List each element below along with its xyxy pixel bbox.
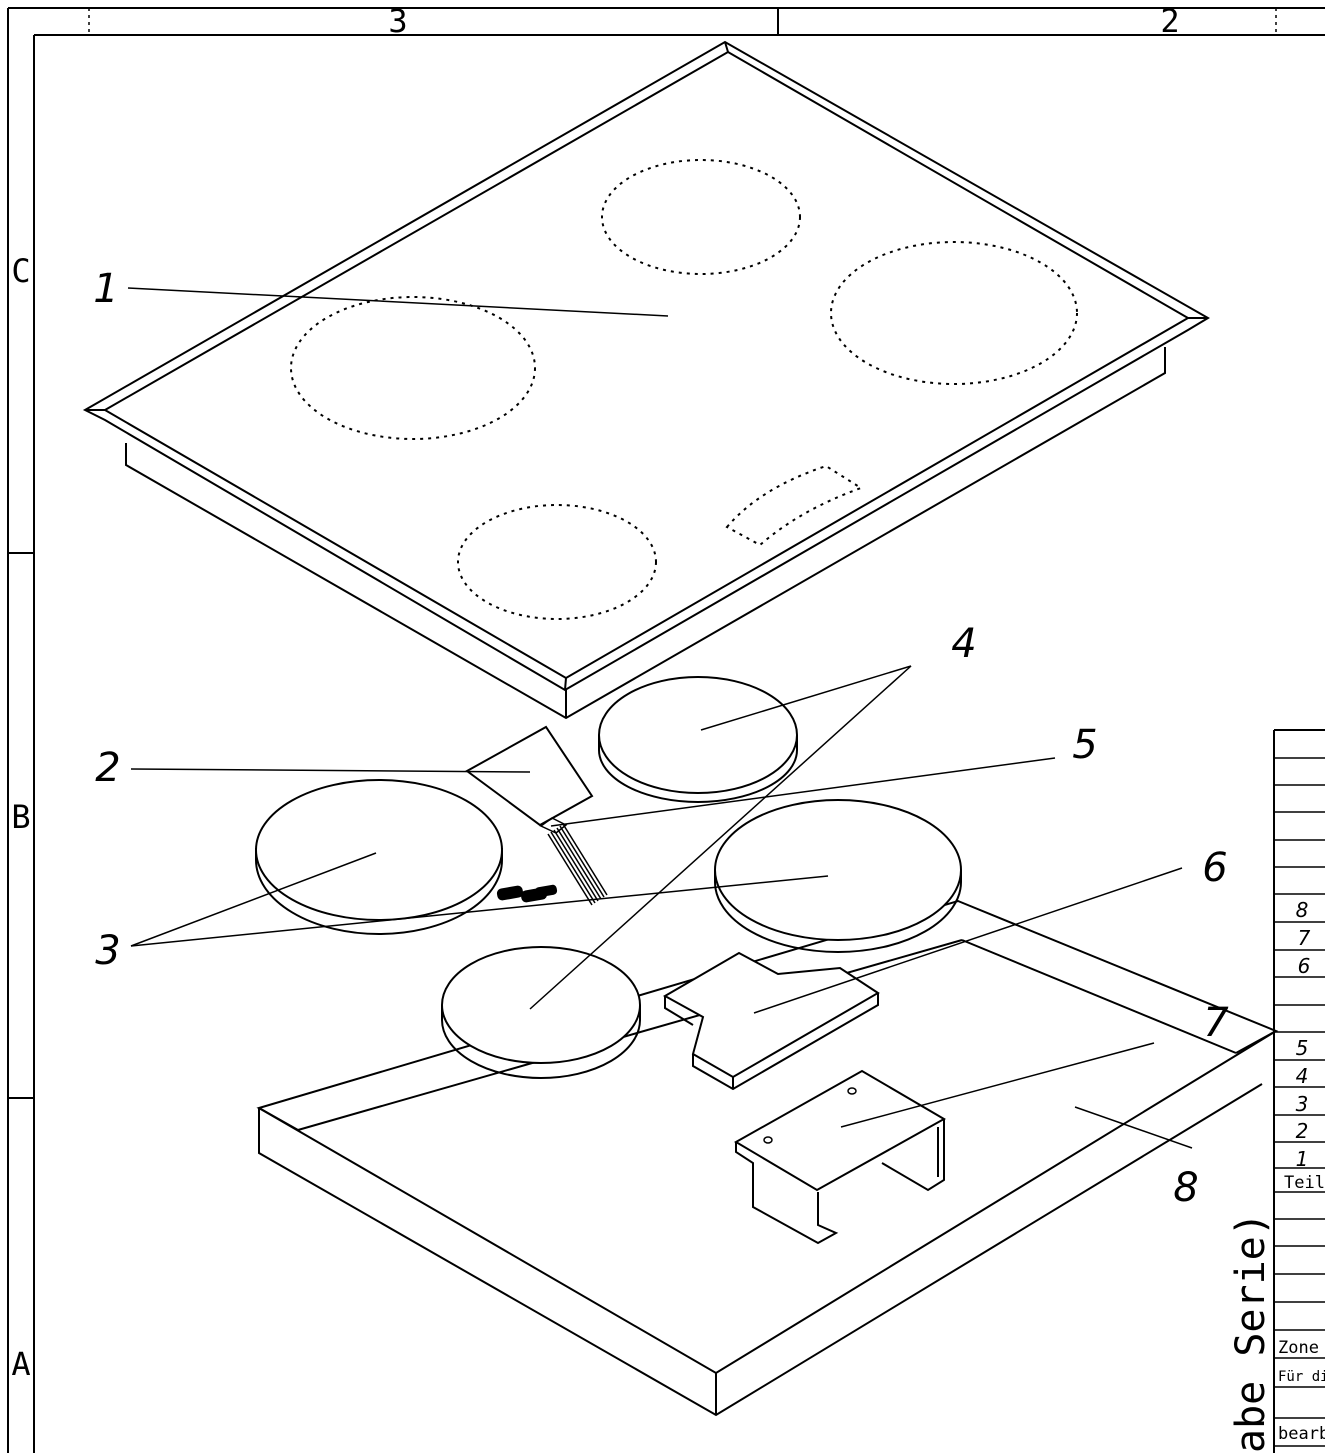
- part-number-5: 5: [1296, 1036, 1309, 1060]
- vertical-series-note: abe Serie): [1228, 1212, 1274, 1453]
- leader-lines: [127, 287, 1193, 1149]
- column-label-3: 3: [388, 2, 407, 40]
- drawing-frame: [7, 7, 1325, 1453]
- fuer-label: Für di: [1278, 1369, 1325, 1385]
- part-4-heating-element-small-bottom: [441, 946, 641, 1079]
- callout-numbers: 1 2 3 4 5 6 7 8: [93, 266, 1229, 1211]
- cooking-zone-marking: [457, 504, 657, 620]
- part-7-mounting-bracket: [734, 1069, 947, 1245]
- callout-7: 7: [1203, 1000, 1229, 1046]
- callout-1: 1: [93, 266, 118, 312]
- part-6-shield-plate: [662, 951, 880, 1091]
- title-block: 8 7 6 5 4 3 2 1 Teil Zone Für di bearb a…: [1228, 729, 1325, 1453]
- part-2-sensor-plate: [465, 725, 594, 827]
- cooking-zone-marking: [290, 296, 536, 440]
- callout-3: 3: [95, 928, 120, 974]
- part-3-heating-element-large-left: [255, 779, 503, 935]
- row-label-c: C: [11, 252, 30, 290]
- column-label-2: 2: [1160, 2, 1179, 40]
- callout-4: 4: [951, 621, 976, 667]
- terminal-blocks: [496, 884, 558, 903]
- part-number-3: 3: [1296, 1092, 1309, 1116]
- part-3-heating-element-large-right: [714, 799, 962, 953]
- control-area-marking: [725, 464, 864, 547]
- part-1-glass-ceramic-top: [82, 40, 1210, 720]
- part-number-2: 2: [1296, 1119, 1309, 1143]
- cooking-zone-marking: [601, 159, 801, 275]
- callout-8: 8: [1173, 1165, 1198, 1211]
- part-4-heating-element-small-top: [598, 676, 798, 803]
- teil-label: Teil: [1284, 1173, 1325, 1193]
- row-label-b: B: [11, 798, 30, 836]
- part-number-7: 7: [1298, 926, 1311, 950]
- part-5-ribbon-cable: [539, 817, 608, 906]
- part-number-6: 6: [1298, 954, 1311, 978]
- part-number-1: 1: [1296, 1147, 1309, 1171]
- part-number-4: 4: [1296, 1064, 1309, 1088]
- zone-labels: 3 2 C B A: [11, 2, 1179, 1383]
- part-number-8: 8: [1296, 898, 1309, 922]
- callout-5: 5: [1072, 722, 1097, 768]
- bearb-label: bearb: [1278, 1424, 1325, 1444]
- callout-6: 6: [1202, 845, 1227, 891]
- row-label-a: A: [11, 1345, 30, 1383]
- zone-label: Zone: [1278, 1338, 1319, 1358]
- callout-2: 2: [95, 745, 120, 791]
- cooking-zone-marking: [830, 241, 1078, 385]
